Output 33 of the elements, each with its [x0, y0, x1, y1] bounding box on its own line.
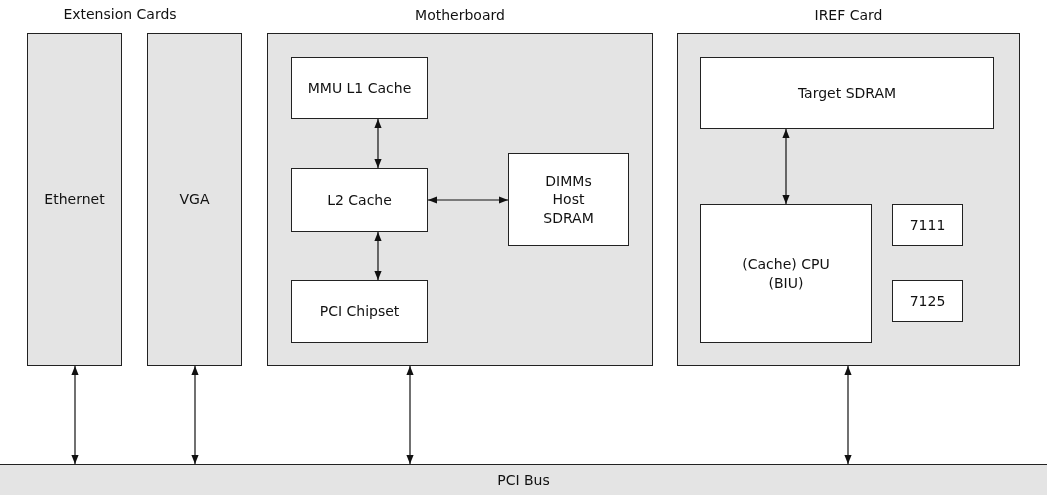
arrow	[844, 365, 852, 465]
card-box	[147, 33, 242, 366]
box-label: 7125	[909, 291, 946, 311]
box-label: MMU L1 Cache	[307, 78, 412, 98]
arrow	[406, 365, 414, 465]
arrow	[191, 365, 199, 465]
process-box	[508, 153, 629, 246]
arrow	[427, 196, 509, 204]
card-box	[27, 33, 122, 366]
arrow	[374, 231, 382, 281]
box-label: L2 Cache	[327, 190, 392, 210]
box-label: Ethernet	[44, 190, 105, 209]
box-label: (Cache) CPU (BIU)	[741, 255, 831, 292]
arrow	[374, 118, 382, 169]
box-label: DIMMs Host SDRAM	[542, 172, 595, 227]
process-box	[892, 280, 963, 322]
board-title: IREF Card	[813, 7, 884, 23]
box-label: 7111	[909, 215, 946, 235]
box-label: PCI Bus	[497, 470, 550, 490]
process-box	[291, 280, 428, 343]
arrow	[71, 365, 79, 465]
box-label: Target SDRAM	[797, 83, 897, 103]
group-label: Extension Cards	[62, 6, 178, 22]
box-label: VGA	[179, 190, 210, 209]
box-label: PCI Chipset	[319, 302, 400, 321]
arrow	[782, 128, 790, 205]
process-box	[291, 168, 428, 232]
process-box	[700, 204, 872, 343]
process-box	[291, 57, 428, 119]
process-box	[700, 57, 994, 129]
process-box	[892, 204, 963, 246]
board-title: Motherboard	[414, 7, 506, 23]
bus-band	[0, 464, 1047, 495]
